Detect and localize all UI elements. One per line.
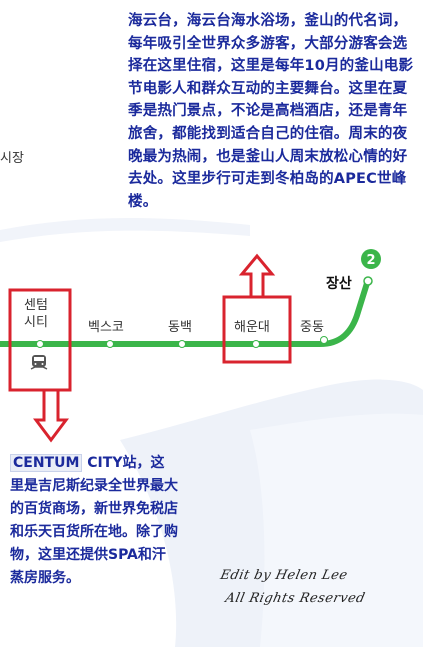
station-label-centum-city[interactable]: 센텀 시티 bbox=[24, 297, 48, 331]
station-dot-dongbaek bbox=[178, 340, 186, 348]
station-label-dongbaek[interactable]: 동백 bbox=[168, 320, 192, 335]
station-dot-haeundae bbox=[252, 340, 260, 348]
station-label-jungdong[interactable]: 중동 bbox=[300, 320, 324, 335]
haeundae-description: 海云台，海云台海水浴场，釜山的代名词，每年吸引全世界众多游客，大部分游客会选择在… bbox=[128, 13, 414, 210]
centum-city-description: CENTUM CITY站，这里是吉尼斯纪录全世界最大的百货商场，新世界免税店和乐… bbox=[10, 452, 178, 590]
station-label-line2: 시티 bbox=[24, 315, 48, 330]
station-dot-jangsan bbox=[363, 276, 373, 286]
station-dot-jungdong bbox=[320, 336, 328, 344]
signature-line2: All Rights Reserved bbox=[223, 591, 367, 606]
signature-line1: Edit by Helen Lee bbox=[218, 568, 350, 583]
station-label-line1: 센텀 bbox=[24, 298, 48, 313]
signature: Edit by Helen Lee All Rights Reserved bbox=[213, 564, 372, 610]
station-label-haeundae[interactable]: 해운대 bbox=[234, 320, 270, 335]
station-dot-bexco bbox=[106, 340, 114, 348]
subway-train-icon bbox=[30, 355, 48, 370]
station-label-bexco[interactable]: 벡스코 bbox=[88, 320, 124, 335]
station-dot-centum bbox=[36, 340, 44, 348]
line-number-badge bbox=[361, 249, 381, 269]
cut-off-station-label: 시장 bbox=[0, 151, 24, 166]
station-label-jangsan[interactable]: 장산 bbox=[326, 276, 352, 292]
wave-shape-light bbox=[250, 413, 423, 647]
line-number: 2 bbox=[366, 253, 375, 268]
line-2-track bbox=[0, 277, 371, 347]
arrow-up-icon bbox=[238, 253, 276, 299]
centum-description-text: CITY站，这里是吉尼斯纪录全世界最大的百货商场，新世界免税店和乐天百货所在地。… bbox=[10, 455, 178, 586]
wave-top bbox=[0, 218, 250, 242]
arrow-down-icon bbox=[33, 388, 69, 443]
highlight-box-centum bbox=[8, 288, 72, 392]
centum-highlight: CENTUM bbox=[10, 454, 83, 472]
